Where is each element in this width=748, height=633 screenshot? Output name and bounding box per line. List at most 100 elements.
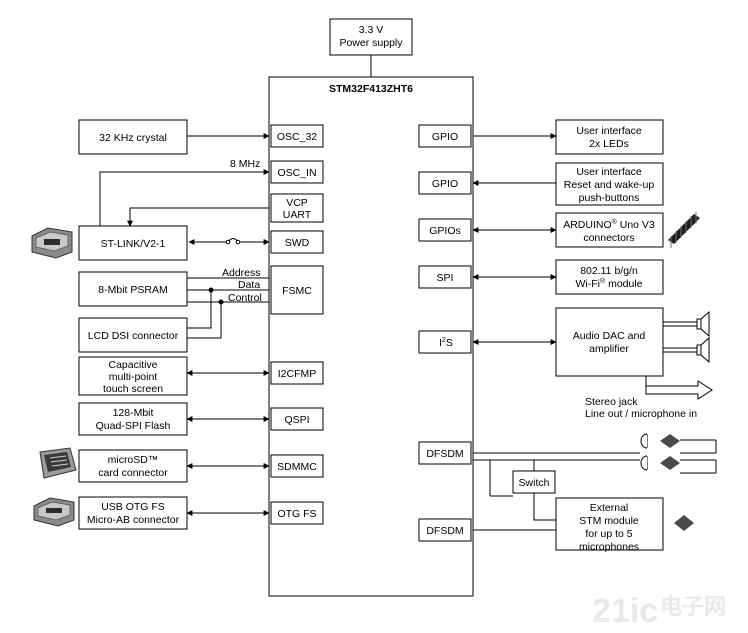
- pin-swd-label: SWD: [285, 237, 310, 249]
- lcd-data-line: [187, 290, 212, 329]
- leds-box: [555, 119, 664, 155]
- pin-osc32: [270, 124, 324, 148]
- microphone-icon: [640, 433, 717, 454]
- pin-gpios-label: GPIOs: [429, 225, 461, 237]
- mcu-title: STM32F413ZHT6: [329, 83, 413, 95]
- pin-i2cfmp-label: I2CFMP: [278, 368, 317, 380]
- buttons-label-1: User interface: [576, 166, 642, 178]
- pin-dfsdm-2-label: DFSDM: [426, 525, 463, 537]
- pin-i2s-i: I: [439, 337, 442, 349]
- usb-otg-box: [78, 496, 188, 530]
- leds-label-1: User interface: [576, 125, 642, 137]
- bus-address-label: Address: [222, 267, 261, 279]
- pin-spi-label: SPI: [437, 272, 454, 284]
- pin-otgfs: [270, 501, 324, 525]
- pin-gpio-leds: [418, 124, 472, 148]
- buttons-box: [555, 162, 664, 206]
- lcd-box: [78, 317, 188, 353]
- pin-oscin: [270, 160, 324, 184]
- flash-box: [78, 402, 188, 436]
- pin-gpios: [418, 218, 472, 242]
- touch-label-3: touch screen: [103, 383, 163, 395]
- microphone-icon: [640, 455, 717, 474]
- vcp-line: [127, 207, 269, 227]
- pin-sdmmc: [270, 454, 324, 478]
- pin-qspi: [270, 407, 324, 431]
- pin-dfsdm-2: [418, 518, 472, 542]
- wifi-reg: ®: [600, 277, 606, 285]
- ext-module-label-4: microphones: [579, 541, 639, 553]
- pin-vcp-uart: [270, 193, 324, 223]
- flash-label-1: 128-Mbit: [113, 407, 154, 419]
- buttons-label-2: Reset and wake-up: [564, 179, 655, 191]
- psram-box: [78, 271, 188, 307]
- pin-dfsdm-1-label: DFSDM: [426, 448, 463, 460]
- pin-gpio-buttons: [418, 171, 472, 195]
- stereo-jack-label: Stereo jack: [585, 396, 638, 408]
- arduino-label-1: ARDUINO® Uno V3: [563, 218, 655, 231]
- mhz-label: 8 MHz: [230, 158, 260, 170]
- pin-vcp-label: VCP: [286, 197, 308, 209]
- switch-label: Switch: [519, 477, 550, 489]
- watermark: 21ic 电子网: [592, 592, 726, 630]
- wifi-rest: module: [605, 278, 643, 290]
- usb-otg-label-1: USB OTG FS: [101, 501, 165, 513]
- pin-gpio-leds-label: GPIO: [432, 131, 458, 143]
- pin-osc32-label: OSC_32: [277, 131, 317, 143]
- stereo-jack-arrow: [645, 376, 713, 400]
- audio-label-2: amplifier: [589, 343, 629, 355]
- microsd-label-1: microSD™: [108, 454, 159, 466]
- stlink-box: [78, 225, 188, 261]
- wifi-main: Wi-Fi: [575, 278, 600, 290]
- arduino-box: [555, 212, 664, 248]
- touch-label-2: multi-point: [109, 371, 158, 383]
- micro-ab-connector-icon: [33, 497, 75, 527]
- touch-label-1: Capacitive: [108, 359, 157, 371]
- pin-fsmc-label: FSMC: [282, 285, 312, 297]
- speaker-icon: [663, 336, 710, 364]
- stlink-label: ST-LINK/V2-1: [101, 238, 166, 250]
- bus-control-label: Control: [228, 292, 262, 304]
- switch-to-ext-line: [533, 493, 556, 521]
- audio-box: [555, 307, 664, 377]
- pin-uart-label: UART: [283, 209, 312, 221]
- power-supply-voltage: 3.3 V: [359, 24, 384, 36]
- pin-swd: [270, 230, 324, 254]
- pin-fsmc: [270, 265, 324, 315]
- swd-jumper-left: [225, 239, 231, 245]
- usb-otg-label-2: Micro-AB connector: [87, 514, 180, 526]
- line-out-label: Line out / microphone in: [585, 408, 697, 420]
- watermark-number: 21ic: [592, 592, 658, 630]
- psram-label: 8-Mbit PSRAM: [98, 284, 167, 296]
- microsd-label-2: card connector: [98, 467, 168, 479]
- power-supply-box: [329, 18, 413, 56]
- pin-spi: [418, 265, 472, 289]
- crystal-label: 32 KHz crystal: [99, 132, 167, 144]
- arduino-reg: ®: [612, 218, 618, 226]
- arduino-main: ARDUINO: [563, 219, 611, 231]
- swd-jumper-right: [235, 239, 241, 245]
- pin-i2s-label: I2S: [439, 337, 453, 349]
- pin-dfsdm-1: [418, 441, 472, 465]
- wifi-label-2: Wi-Fi® module: [575, 277, 642, 290]
- watermark-chinese: 电子网: [660, 594, 726, 619]
- wifi-box: [555, 259, 664, 295]
- pin-i2s-superscript: 2: [442, 337, 446, 344]
- buttons-label-3: push-buttons: [579, 192, 640, 204]
- ext-module-label-1: External: [590, 502, 629, 514]
- lcd-label: LCD DSI connector: [88, 330, 179, 342]
- ext-microphone-chip-icon: [674, 515, 694, 531]
- pin-header-icon: [668, 212, 700, 248]
- arduino-rest: Uno V3: [617, 219, 655, 231]
- arduino-label-2: connectors: [583, 232, 634, 244]
- touch-box: [78, 356, 188, 396]
- ext-module-box: [555, 497, 664, 551]
- pin-sdmmc-label: SDMMC: [277, 461, 317, 473]
- audio-label-1: Audio DAC and: [573, 330, 646, 342]
- flash-label-2: Quad-SPI Flash: [96, 420, 171, 432]
- pin-i2cfmp: [270, 361, 324, 385]
- usb-connector-icon: [31, 227, 73, 259]
- crystal-box: [78, 119, 188, 155]
- pin-i2s-s: S: [446, 337, 453, 349]
